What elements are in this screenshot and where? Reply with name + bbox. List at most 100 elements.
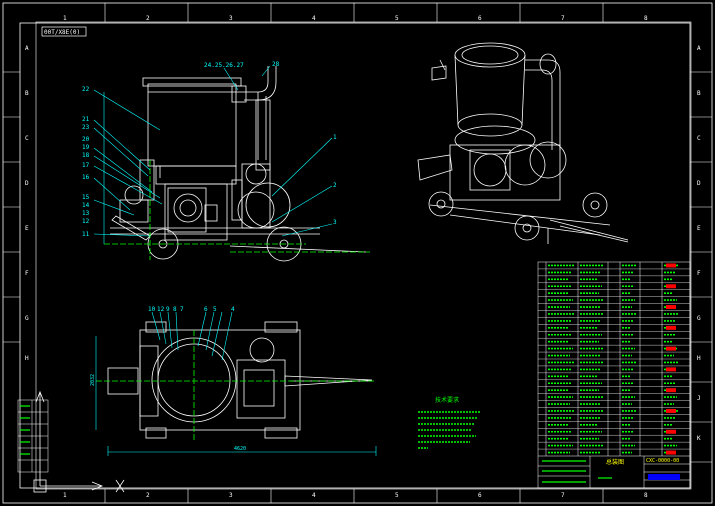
title-tag: 00T/X8E(0) (44, 29, 80, 36)
title-block-drawing-no: CXC-0000-00 (646, 458, 679, 464)
left-block (17, 399, 49, 473)
callout-label: 12 (157, 306, 165, 313)
callout-label: 28 (272, 61, 280, 68)
bom-red-mark (666, 284, 676, 289)
grid-letter: D (25, 180, 29, 187)
grid-letter: J (697, 395, 701, 402)
grid-number: 4 (312, 15, 316, 22)
title-block-name: 总装图 (606, 458, 624, 466)
inner-border (19, 22, 691, 489)
callout-label: 21 (82, 116, 90, 123)
title-block (538, 455, 690, 488)
callout-label: 23 (82, 124, 90, 131)
front-view-callouts: 24.25.26.27 28 22 1 2 3 21 23 20 19 18 1… (82, 61, 337, 238)
callout-label: 14 (82, 202, 90, 209)
bom-red-mark (666, 408, 676, 413)
grid-letters-right: A B C D E F G H J K (697, 45, 701, 442)
grid-letter: F (25, 270, 29, 277)
grid-number: 3 (229, 492, 233, 499)
callout-label: 2 (333, 182, 337, 189)
callout-label: 10 (148, 306, 156, 313)
grid-letter: D (697, 180, 701, 187)
callout-label: 4 (231, 306, 235, 313)
grid-letter: F (697, 270, 701, 277)
grid-number: 6 (478, 15, 482, 22)
plan-view (95, 311, 377, 456)
bom-red-mark (666, 325, 676, 330)
callout-label: 12 (82, 218, 90, 225)
grid-number: 8 (644, 15, 648, 22)
callout-label: 19 (82, 144, 90, 151)
technical-notes: 技术要求 (418, 396, 480, 449)
title-tag-box (41, 26, 87, 37)
grid-letter: G (697, 315, 701, 322)
grid-letter: C (25, 135, 29, 142)
callout-label: 17 (82, 162, 90, 169)
grid-letters-left: A B C D E F G H (25, 45, 29, 362)
callout-label: 24.25.26.27 (204, 62, 244, 69)
grid-letter: A (697, 45, 701, 52)
grid-letter: C (697, 135, 701, 142)
callout-label: 7 (180, 306, 184, 313)
grid-letter: A (25, 45, 29, 52)
notes-heading: 技术要求 (435, 396, 459, 404)
grid-number: 2 (146, 15, 150, 22)
frame-ticks (104, 3, 604, 503)
callout-label: 15 (82, 194, 90, 201)
bom-red-mark (666, 263, 676, 268)
bom-red-mark (666, 429, 676, 434)
callout-label: 8 (173, 306, 177, 313)
callout-label: 5 (213, 306, 217, 313)
callout-label: 13 (82, 210, 90, 217)
grid-letter: B (25, 90, 29, 97)
plan-view-callouts: 10 12 9 8 7 6 5 4 (148, 306, 235, 313)
callout-label: 1 (333, 134, 337, 141)
bom-red-mark (666, 450, 676, 455)
bom-red-mark (666, 346, 676, 351)
grid-letter: K (697, 435, 701, 442)
grid-number: 1 (63, 492, 67, 499)
grid-number: 6 (478, 492, 482, 499)
bom-red-mark (666, 305, 676, 310)
bom-red-mark (666, 367, 676, 372)
ucs-icon (33, 390, 125, 493)
callout-label: 11 (82, 231, 90, 238)
callout-label: 3 (333, 219, 337, 226)
mid-border (35, 21, 692, 490)
grid-letter: E (25, 225, 29, 232)
callout-label: 9 (166, 306, 170, 313)
grid-numbers-top: 1 2 3 4 5 6 7 8 (63, 15, 648, 22)
grid-number: 7 (561, 15, 565, 22)
left-block-marks (20, 405, 30, 455)
bom-red-mark (666, 388, 676, 393)
title-block-marks (542, 460, 612, 483)
bom-rows (538, 263, 690, 455)
grid-letter: H (25, 355, 29, 362)
grid-number: 4 (312, 492, 316, 499)
isometric-view (417, 42, 629, 244)
grid-number: 7 (561, 492, 565, 499)
title-block-logo (648, 474, 680, 480)
grid-number: 3 (229, 15, 233, 22)
grid-letter: B (697, 90, 701, 97)
dimension-length: 4620 (234, 446, 246, 452)
grid-number: 2 (146, 492, 150, 499)
callout-label: 22 (82, 86, 90, 93)
callout-label: 20 (82, 136, 90, 143)
grid-letter: H (697, 355, 701, 362)
frame-ticks-side (3, 71, 712, 463)
dimension-width: 2032 (90, 374, 96, 386)
front-view (93, 65, 370, 262)
grid-number: 8 (644, 492, 648, 499)
grid-letter: E (697, 225, 701, 232)
grid-letter: G (25, 315, 29, 322)
callout-label: 18 (82, 152, 90, 159)
callout-label: 16 (82, 174, 90, 181)
grid-number: 1 (63, 15, 67, 22)
grid-number: 5 (395, 15, 399, 22)
callout-label: 6 (204, 306, 208, 313)
grid-numbers-bottom: 1 2 3 4 5 6 7 8 (63, 492, 648, 499)
grid-number: 5 (395, 492, 399, 499)
